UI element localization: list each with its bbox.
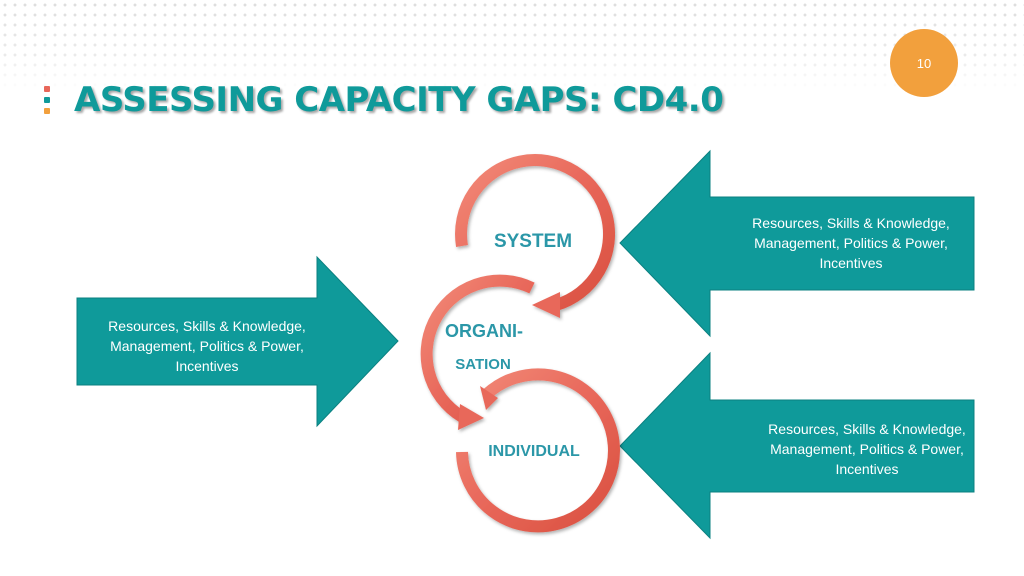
arrow-right-bottom-line3: Incentives: [835, 461, 899, 477]
arrow-right-top-line3: Incentives: [819, 255, 883, 271]
arrow-right-top-line2: Management, Politics & Power,: [754, 235, 948, 251]
dot-pattern-background: [0, 0, 1024, 92]
label-system: SYSTEM: [493, 231, 573, 252]
cycle-arrow-organisation: [420, 274, 535, 430]
arrow-right-bottom-line2: Management, Politics & Power,: [770, 441, 964, 457]
arrow-left-line2: Management, Politics & Power,: [110, 338, 304, 354]
cycle-arrow-system: [455, 154, 615, 318]
arrow-right-bottom: [619, 351, 975, 540]
label-organisation-line1: ORGANI-: [445, 321, 523, 341]
arrow-left-text: Resources, Skills & Knowledge, Managemen…: [82, 316, 332, 376]
label-individual: INDIVIDUAL: [488, 443, 580, 460]
arrow-left: [76, 255, 399, 428]
page-number-badge: 10: [890, 29, 958, 97]
arrow-right-top-text: Resources, Skills & Knowledge, Managemen…: [726, 213, 976, 273]
arrow-right-top-line1: Resources, Skills & Knowledge,: [752, 215, 950, 231]
arrow-left-line3: Incentives: [175, 358, 239, 374]
arrow-right-bottom-line1: Resources, Skills & Knowledge,: [768, 421, 966, 437]
slide-title: ASSESSING CAPACITY GAPS: CD4.0: [74, 80, 724, 120]
page-number: 10: [916, 55, 932, 71]
label-organisation-line2: SATION: [455, 356, 511, 373]
arrow-right-top: [619, 149, 975, 338]
title-bullet-icon: [44, 86, 50, 119]
arrow-left-line1: Resources, Skills & Knowledge,: [108, 318, 306, 334]
arrow-right-bottom-text: Resources, Skills & Knowledge, Managemen…: [742, 419, 992, 479]
cycle-arrow-individual: [456, 368, 620, 533]
